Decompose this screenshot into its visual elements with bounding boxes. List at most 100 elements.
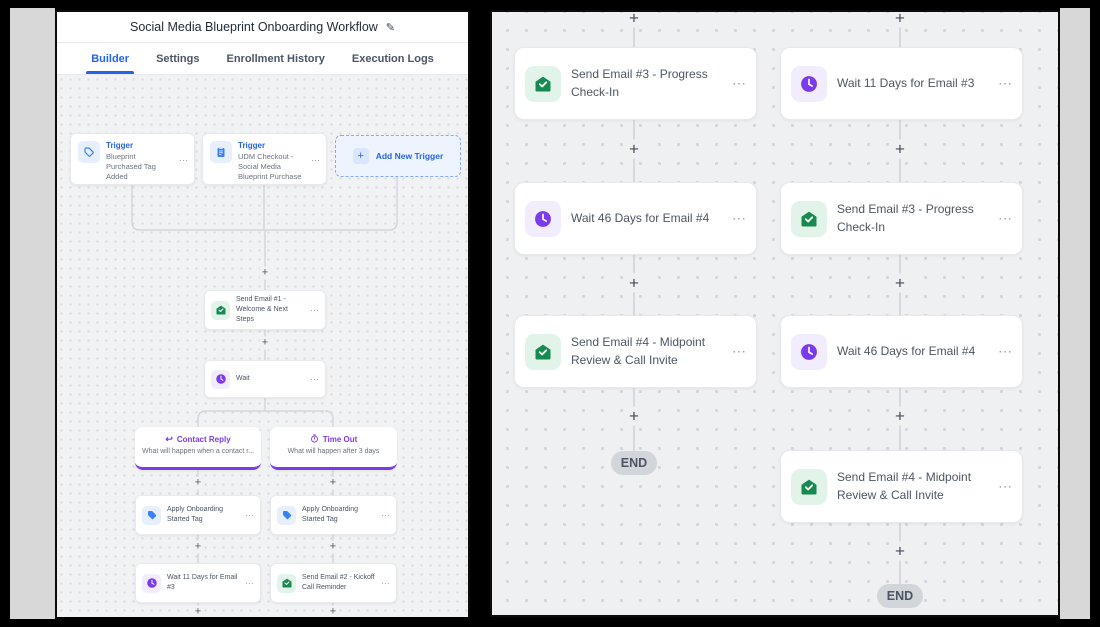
add-step-icon[interactable]: + bbox=[259, 266, 271, 280]
branch-subtitle: What will happen after 3 days bbox=[287, 448, 380, 455]
add-step-icon[interactable]: + bbox=[259, 336, 271, 350]
trigger-heading: Trigger bbox=[106, 141, 134, 150]
zoom-node-wait-46-days-b[interactable]: Wait 46 Days for Email #4 ⋯ bbox=[780, 315, 1023, 388]
add-step-icon[interactable]: + bbox=[892, 139, 908, 159]
clock-icon bbox=[211, 369, 230, 389]
node-label: Wait 11 Days for Email #3 bbox=[167, 574, 238, 591]
node-menu-icon[interactable]: ⋯ bbox=[311, 154, 320, 165]
node-menu-icon[interactable]: ⋯ bbox=[179, 154, 188, 165]
trigger-label: UDM Checkout - Social Media Blueprint Pu… bbox=[238, 152, 302, 182]
timer-icon bbox=[310, 434, 319, 445]
workflow-header: Social Media Blueprint Onboarding Workfl… bbox=[57, 12, 468, 43]
end-marker: END bbox=[877, 584, 923, 608]
node-menu-icon[interactable]: ⋯ bbox=[310, 304, 319, 315]
trigger-label: Blueprint Purchased Tag Added bbox=[106, 152, 156, 182]
workflow-canvas-zoomed[interactable]: Send Email #3 - Progress Check-In ⋯ Wait… bbox=[492, 12, 1058, 615]
add-step-icon[interactable]: + bbox=[892, 273, 908, 293]
node-label: Apply Onboarding Started Tag bbox=[302, 506, 359, 523]
node-menu-icon[interactable]: ⋯ bbox=[998, 210, 1012, 226]
end-marker: END bbox=[611, 451, 657, 475]
node-label: Send Email #3 - Progress Check-In bbox=[837, 202, 974, 234]
node-menu-icon[interactable]: ⋯ bbox=[732, 343, 746, 359]
add-step-icon[interactable]: + bbox=[892, 406, 908, 426]
email-icon bbox=[791, 468, 827, 505]
email-icon bbox=[525, 333, 561, 370]
tab-execution-logs[interactable]: Execution Logs bbox=[351, 52, 434, 65]
node-menu-icon[interactable]: ⋯ bbox=[381, 577, 390, 588]
trigger-heading: Trigger bbox=[238, 141, 266, 150]
action-node-wait-11-days[interactable]: Wait 11 Days for Email #3 ⋯ bbox=[135, 563, 261, 603]
tag-icon bbox=[142, 505, 161, 525]
clock-icon bbox=[142, 573, 161, 593]
connector-line bbox=[899, 12, 901, 47]
plus-icon: + bbox=[352, 148, 369, 164]
action-node-apply-tag-right[interactable]: Apply Onboarding Started Tag ⋯ bbox=[270, 495, 397, 535]
node-menu-icon[interactable]: ⋯ bbox=[245, 577, 254, 588]
zoom-node-send-email-4-b[interactable]: Send Email #4 - Midpoint Review & Call I… bbox=[780, 450, 1023, 523]
node-menu-icon[interactable]: ⋯ bbox=[998, 75, 1012, 91]
branch-node-contact-reply[interactable]: ↩ Contact Reply What will happen when a … bbox=[135, 427, 261, 470]
add-step-icon[interactable]: + bbox=[327, 605, 339, 617]
email-icon bbox=[525, 65, 561, 102]
action-node-wait[interactable]: Wait ⋯ bbox=[204, 360, 326, 398]
tab-bar: Builder Settings Enrollment History Exec… bbox=[57, 43, 468, 75]
add-step-icon[interactable]: + bbox=[192, 605, 204, 617]
add-step-icon[interactable]: + bbox=[327, 476, 339, 490]
add-step-icon[interactable]: + bbox=[327, 540, 339, 554]
node-menu-icon[interactable]: ⋯ bbox=[732, 75, 746, 91]
node-label: Apply Onboarding Started Tag bbox=[167, 506, 224, 523]
node-menu-icon[interactable]: ⋯ bbox=[381, 509, 390, 520]
node-label: Send Email #3 - Progress Check-In bbox=[571, 67, 708, 99]
connector-line bbox=[633, 12, 635, 47]
node-label: Send Email #4 - Midpoint Review & Call I… bbox=[571, 335, 706, 367]
email-icon bbox=[277, 573, 296, 593]
zoom-node-send-email-3[interactable]: Send Email #3 - Progress Check-In ⋯ bbox=[514, 47, 757, 120]
add-step-icon[interactable]: + bbox=[626, 273, 642, 293]
tab-builder[interactable]: Builder bbox=[86, 43, 134, 74]
tag-icon bbox=[78, 141, 100, 163]
action-node-send-email-1[interactable]: Send Email #1 - Welcome & Next Steps ⋯ bbox=[204, 290, 326, 330]
zoom-node-send-email-4[interactable]: Send Email #4 - Midpoint Review & Call I… bbox=[514, 315, 757, 388]
node-menu-icon[interactable]: ⋯ bbox=[998, 478, 1012, 494]
node-label: Send Email #4 - Midpoint Review & Call I… bbox=[837, 470, 972, 502]
node-label: Send Email #2 - Kickoff Call Reminder bbox=[302, 574, 375, 591]
background-margin-left bbox=[10, 8, 55, 619]
zoom-node-wait-46-days[interactable]: Wait 46 Days for Email #4 ⋯ bbox=[514, 182, 757, 255]
trigger-node-blueprint-tag[interactable]: Trigger Blueprint Purchased Tag Added ⋯ bbox=[70, 133, 195, 185]
workflow-canvas-zoomed-window: Send Email #3 - Progress Check-In ⋯ Wait… bbox=[490, 10, 1060, 617]
branch-title: Time Out bbox=[322, 435, 358, 444]
add-step-icon[interactable]: + bbox=[626, 12, 642, 28]
zoom-node-send-email-3-b[interactable]: Send Email #3 - Progress Check-In ⋯ bbox=[780, 182, 1023, 255]
clipboard-icon bbox=[210, 141, 232, 163]
background-margin-right bbox=[1060, 8, 1090, 619]
tab-enrollment-history[interactable]: Enrollment History bbox=[226, 52, 325, 65]
branch-node-time-out[interactable]: Time Out What will happen after 3 days bbox=[270, 427, 397, 470]
node-label: Wait bbox=[236, 375, 250, 383]
add-new-trigger-button[interactable]: + Add New Trigger bbox=[335, 135, 461, 177]
node-menu-icon[interactable]: ⋯ bbox=[732, 210, 746, 226]
node-menu-icon[interactable]: ⋯ bbox=[245, 509, 254, 520]
node-label: Send Email #1 - Welcome & Next Steps bbox=[236, 296, 288, 323]
branch-title: Contact Reply bbox=[176, 435, 231, 444]
tag-icon bbox=[277, 505, 296, 525]
node-label: Wait 46 Days for Email #4 bbox=[571, 210, 710, 225]
clock-icon bbox=[525, 200, 561, 237]
add-step-icon[interactable]: + bbox=[626, 406, 642, 426]
add-step-icon[interactable]: + bbox=[892, 541, 908, 561]
add-step-icon[interactable]: + bbox=[192, 540, 204, 554]
clock-icon bbox=[791, 65, 827, 102]
add-step-icon[interactable]: + bbox=[626, 139, 642, 159]
add-step-icon[interactable]: + bbox=[892, 12, 908, 28]
workflow-canvas[interactable]: Trigger Blueprint Purchased Tag Added ⋯ … bbox=[57, 75, 468, 617]
node-menu-icon[interactable]: ⋯ bbox=[310, 373, 319, 384]
action-node-apply-tag-left[interactable]: Apply Onboarding Started Tag ⋯ bbox=[135, 495, 261, 535]
action-node-send-email-2[interactable]: Send Email #2 - Kickoff Call Reminder ⋯ bbox=[270, 563, 397, 603]
add-step-icon[interactable]: + bbox=[192, 476, 204, 490]
edit-title-icon[interactable]: ✎ bbox=[385, 21, 396, 34]
tab-settings[interactable]: Settings bbox=[156, 52, 200, 65]
reply-icon: ↩ bbox=[165, 434, 173, 444]
zoom-node-wait-11-days[interactable]: Wait 11 Days for Email #3 ⋯ bbox=[780, 47, 1023, 120]
node-menu-icon[interactable]: ⋯ bbox=[998, 343, 1012, 359]
trigger-node-udm-checkout[interactable]: Trigger UDM Checkout - Social Media Blue… bbox=[202, 133, 327, 185]
